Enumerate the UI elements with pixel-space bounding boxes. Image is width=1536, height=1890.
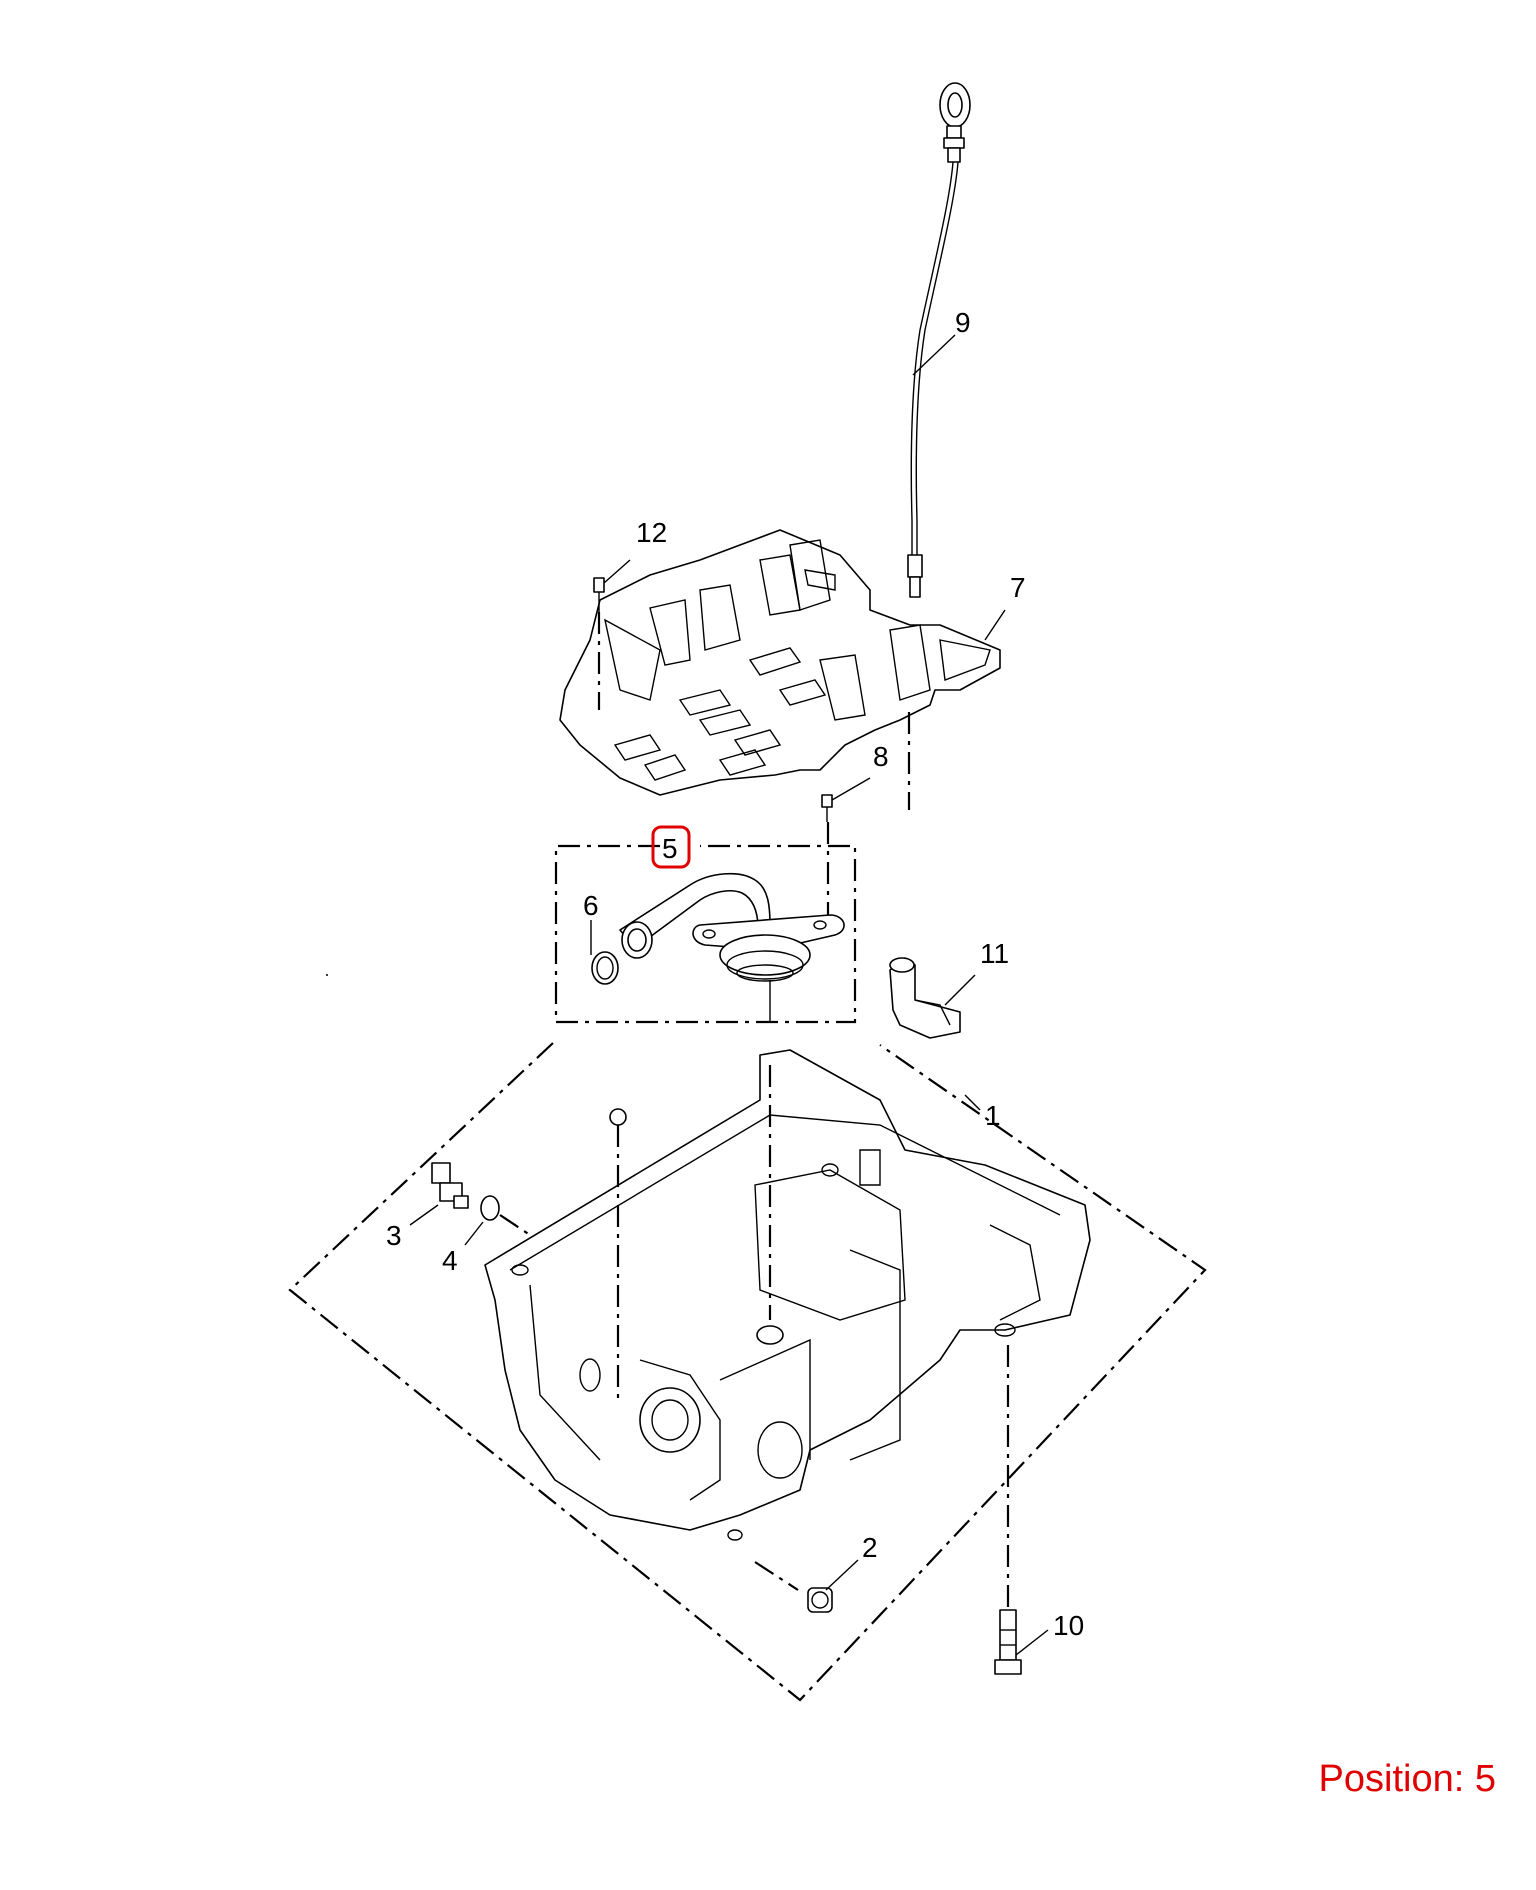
callout-8[interactable]: 8 [873,741,889,772]
leader-7 [984,609,1006,641]
callout-6[interactable]: 6 [583,890,599,921]
oil-level-sensor-3[interactable] [431,1162,469,1209]
axis-2 [754,1561,799,1591]
leader-11 [944,974,976,1006]
callout-5[interactable]: 5 [662,833,678,864]
axis-3-4 [499,1214,531,1236]
position-indicator: Position: 5 [1318,1758,1496,1800]
group-box-1 [288,1042,1207,1702]
callout-1[interactable]: 1 [985,1100,1001,1131]
callout-12[interactable]: 12 [636,517,667,548]
dipstick[interactable] [907,82,971,598]
callout-3[interactable]: 3 [386,1220,402,1251]
bolt-10[interactable] [994,1609,1022,1675]
oil-pickup-tube[interactable] [619,872,845,982]
callout-7[interactable]: 7 [1010,572,1026,603]
bolt-8[interactable] [821,794,833,822]
drain-plug-2[interactable] [807,1587,833,1613]
bolt-12[interactable] [593,577,605,612]
callout-2[interactable]: 2 [862,1532,878,1563]
leader-12 [603,559,631,584]
callout-10[interactable]: 10 [1053,1610,1084,1641]
callout-9[interactable]: 9 [955,307,971,338]
leader-2 [825,1559,859,1591]
stud-top [609,1108,627,1126]
oil-filler-elbow-11[interactable] [889,957,961,1039]
callout-5-highlight [651,825,691,869]
oil-pan[interactable] [484,1049,1091,1541]
leader-10 [1015,1629,1049,1656]
leader-9 [912,334,956,376]
sealing-ring-4[interactable] [480,1195,500,1221]
o-ring-6[interactable] [591,951,619,985]
stray-dot [326,974,328,976]
group-box-5 [554,844,857,1024]
leader-4 [464,1221,484,1246]
leader-1 [964,1094,981,1111]
callout-11[interactable]: 11 [980,938,1009,969]
leader-3 [409,1204,439,1226]
oil-baffle-plate[interactable] [559,529,1001,796]
callout-4[interactable]: 4 [442,1245,458,1276]
leader-8 [831,777,871,801]
